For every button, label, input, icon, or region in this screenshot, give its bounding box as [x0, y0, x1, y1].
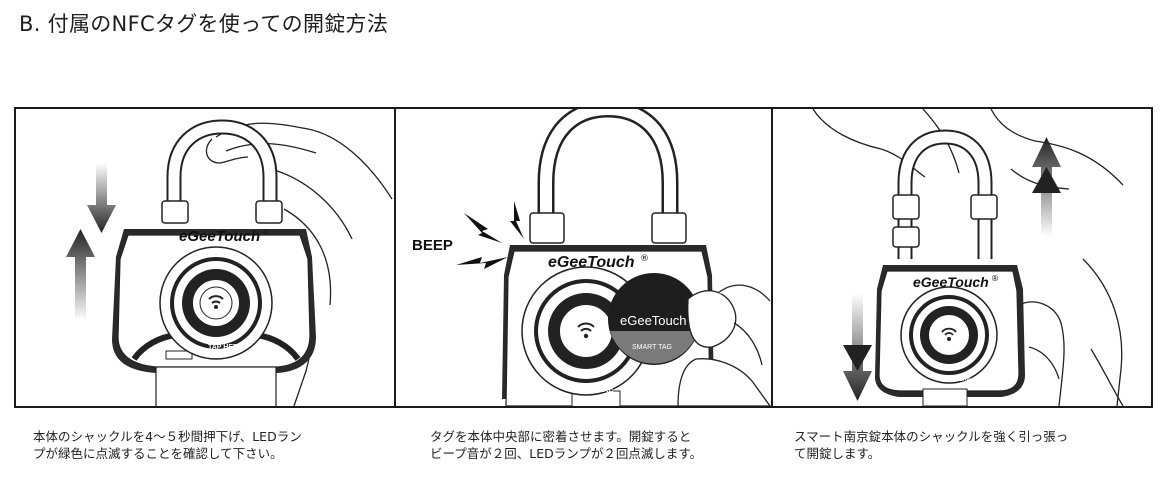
caption-step-1: 本体のシャックルを4～５秒間押下げ、LEDラン プが緑色に点滅することを確認して… [33, 428, 302, 462]
padlock-illustration: eGeeTouch ® TAP HERE [502, 109, 714, 406]
brand-logo: eGeeTouch [179, 228, 260, 245]
brand-logo: eGeeTouch [913, 274, 989, 290]
caption-step-3: スマート南京錠本体のシャックルを強く引っ張っ て開錠します。 [794, 428, 1068, 462]
hand-illustration [1018, 301, 1065, 406]
panel-divider [771, 109, 773, 406]
nfc-smart-tag: eGeeTouch SMART TAG [608, 273, 700, 365]
nfc-wave-icon [941, 327, 957, 336]
arrow-down-icon [87, 163, 116, 233]
smart-tag-label: SMART TAG [632, 344, 672, 351]
sound-burst-icon [456, 201, 524, 269]
beep-label: BEEP [412, 237, 453, 254]
illustration-tap-tag: BEEP eGeeTouch ® [412, 109, 771, 406]
page-title: B. 付属のNFCタグを使っての開錠方法 [19, 12, 389, 36]
panel-divider [394, 109, 396, 406]
caption-line: スマート南京錠本体のシャックルを強く引っ張っ [794, 429, 1069, 444]
nfc-wave-icon [577, 322, 595, 332]
brand-logo: eGeeTouch [548, 254, 635, 271]
padlock-illustration: TAP HERE eGeeTouch ® [112, 119, 316, 406]
arrow-up-icon [1032, 137, 1061, 237]
padlock-illustration: eGeeTouch ® TAP HERE [875, 129, 1025, 406]
illustration-press-shackle: TAP HERE eGeeTouch ® [66, 119, 393, 406]
tap-here-label: TAP HERE [208, 344, 243, 351]
registered-mark-icon: ® [262, 228, 270, 237]
caption-line: タグを本体中央部に密着させます。開錠すると [430, 429, 692, 444]
arrow-down-icon [843, 293, 872, 401]
tap-here-label: TAP HERE [574, 385, 614, 394]
nfc-wave-icon [208, 295, 224, 304]
tag-brand-label: eGeeTouch [620, 313, 687, 328]
hand-illustration [677, 284, 771, 406]
registered-mark-icon: ® [991, 274, 999, 283]
caption-line: 本体のシャックルを4～５秒間押下げ、LEDラン [33, 429, 302, 444]
registered-mark-icon: ® [640, 254, 649, 264]
illustration-pull-shackle: eGeeTouch ® TAP HERE [812, 109, 1124, 406]
caption-line: ビープ音が２回、LEDランプが２回点滅します。 [430, 446, 703, 461]
caption-step-2: タグを本体中央部に密着させます。開錠すると ビープ音が２回、LEDランプが２回点… [430, 428, 702, 462]
arrow-up-icon [66, 229, 95, 321]
panel-tap-tag: BEEP eGeeTouch ® [396, 109, 771, 406]
caption-line: て開錠します。 [794, 446, 881, 461]
panel-pull-shackle: eGeeTouch ® TAP HERE [773, 109, 1151, 406]
tap-here-label: TAP HERE [939, 376, 972, 383]
instruction-panels: TAP HERE eGeeTouch ® BEEP [14, 107, 1153, 408]
caption-line: プが緑色に点滅することを確認して下さい。 [33, 446, 283, 461]
panel-press-shackle: TAP HERE eGeeTouch ® [16, 109, 395, 406]
